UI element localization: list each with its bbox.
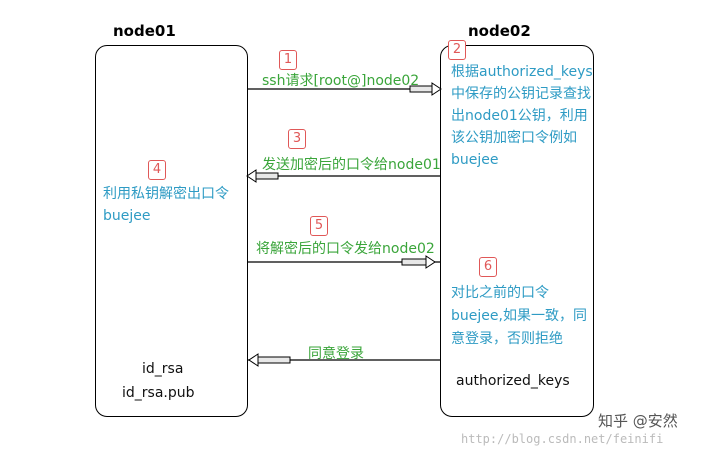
step-5-badge: 5 [310, 216, 328, 236]
compare-line: 对比之前的口令 [451, 285, 549, 301]
arrow-3-label: 发送加密后的口令给node01 [262, 157, 441, 173]
node02-note-line: 根据authorized_keys [451, 64, 593, 80]
watermark-url: http://blog.csdn.net/feinifi [461, 432, 664, 446]
node01-note: 利用私钥解密出口令 buejee [103, 183, 229, 227]
node02-box [440, 45, 594, 417]
node02-title: node02 [468, 22, 531, 40]
arrow-1-label: ssh请求[root@]node02 [262, 73, 420, 89]
step-4-badge: 4 [148, 160, 166, 180]
arrow-6-label: 同意登录 [308, 346, 364, 362]
compare-line: 意登录，否则拒绝 [451, 331, 563, 347]
arrow-1-right [248, 82, 442, 96]
watermark-brand: 知乎 @安然 [598, 412, 678, 430]
arrow-3-left [246, 169, 440, 183]
arrow-5-right [248, 255, 440, 269]
node02-note-line: 该公钥加密口令例如 [451, 130, 577, 146]
step-6-badge: 6 [479, 257, 497, 277]
node01-box [95, 45, 248, 417]
node02-note-line: 出node01公钥，利用 [451, 108, 588, 124]
authorized-keys-file: authorized_keys [456, 373, 570, 389]
compare-line: buejee,如果一致，同 [451, 308, 587, 324]
arrow-6-left [248, 353, 440, 367]
node02-note-line: buejee [451, 152, 499, 168]
node01-note-line: buejee [103, 208, 151, 224]
step-3-badge: 3 [288, 129, 306, 149]
node02-note: 根据authorized_keys 中保存的公钥记录查找 出node01公钥，利… [451, 61, 593, 171]
node01-title: node01 [113, 22, 176, 40]
node02-compare-note: 对比之前的口令 buejee,如果一致，同 意登录，否则拒绝 [451, 282, 587, 351]
id-rsa-file: id_rsa [142, 361, 184, 377]
step-1-badge: 1 [279, 50, 297, 70]
arrow-5-label: 将解密后的口令发给node02 [256, 241, 435, 257]
node01-note-line: 利用私钥解密出口令 [103, 186, 229, 202]
id-rsa-pub-file: id_rsa.pub [122, 385, 195, 401]
step-2-badge: 2 [448, 40, 466, 60]
node02-note-line: 中保存的公钥记录查找 [451, 86, 591, 102]
